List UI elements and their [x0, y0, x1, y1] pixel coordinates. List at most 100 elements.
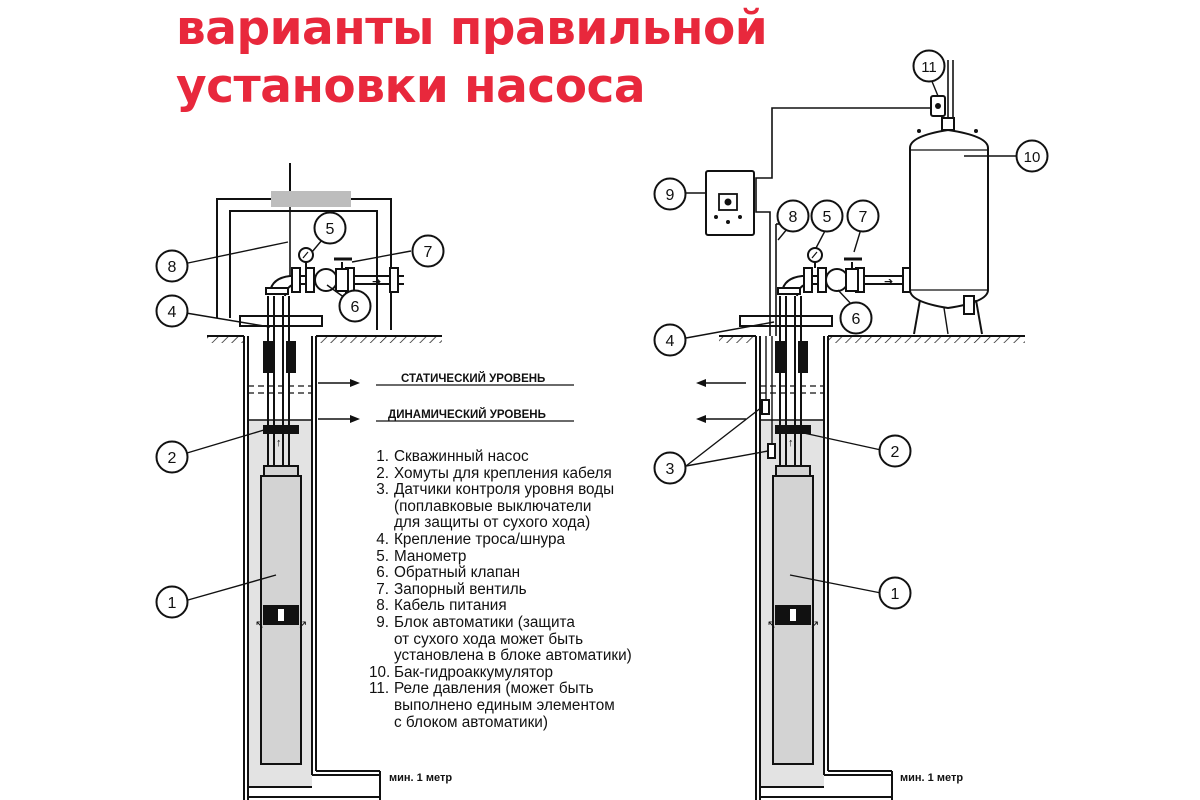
callout-right-8: 8 [776, 199, 810, 233]
svg-text:↑: ↑ [788, 437, 794, 449]
callout-right-7: 7 [846, 199, 880, 233]
callout-left-6-label: 6 [351, 299, 360, 316]
legend-item: 2.Хомуты для крепления кабеля [369, 464, 632, 483]
legend-item: 1. Скважинный насос [369, 448, 632, 466]
legend-item: 7.Запорный вентиль [369, 580, 632, 599]
svg-text:↗: ↗ [810, 619, 819, 631]
right-surface-piping: ➔ [803, 247, 912, 293]
left-clamp-top [263, 341, 273, 373]
callout-right-2-label: 2 [891, 444, 900, 461]
legend-item: 5. Манометр [369, 547, 632, 566]
legend-item-text: Датчики контроля уровня воды (поплавковы… [394, 481, 615, 532]
legend-item-number: 10. [369, 663, 391, 681]
dynamic-level-label: ДИНАМИЧЕСКИЙ УРОВЕНЬ [388, 408, 546, 421]
hydroaccumulator-tank [909, 117, 989, 335]
legend-item: 3. Датчики контроля уровня воды (поплавко… [369, 481, 632, 532]
right-ground [719, 335, 1025, 343]
legend-item-text: Манометр [394, 547, 467, 565]
legend-item-number: 5. [376, 547, 389, 565]
callout-right-11-label: 11 [921, 59, 937, 76]
title-line-2: установки насоса [176, 59, 646, 114]
callout-right-1: 1 [878, 576, 912, 610]
title-line-1: варианты правильной [176, 1, 768, 56]
legend-item-number: 7. [376, 580, 389, 598]
callout-left-2: 2 [155, 440, 189, 474]
legend-item-number: 1. [376, 448, 389, 465]
callout-left-8-label: 8 [168, 259, 177, 276]
right-clamp [775, 425, 811, 434]
legend-item-number: 11. [369, 680, 390, 698]
left-cover-slab [271, 191, 351, 207]
min-depth-label-left: мин. 1 метр [389, 772, 452, 784]
callout-right-4-label: 4 [666, 333, 675, 350]
legend-item-number: 8. [376, 597, 389, 615]
callout-left-7-label: 7 [424, 244, 433, 261]
legend-item-text: Хомуты для крепления кабеля [394, 464, 612, 482]
callout-right-4: 4 [653, 323, 687, 357]
callout-right-9: 9 [653, 177, 687, 211]
callout-right-2: 2 [878, 434, 912, 468]
legend-item-text: Скважинный насос [394, 448, 529, 465]
left-surface-piping: ➔ [291, 247, 404, 293]
svg-text:↑: ↑ [276, 437, 282, 449]
legend-item-number: 9. [376, 613, 389, 631]
right-level-sensors [761, 336, 776, 459]
callout-left-1-label: 1 [168, 595, 177, 612]
svg-text:↖: ↖ [767, 619, 776, 631]
legend-item-text: Реле давления (может быть выполнено един… [394, 680, 615, 731]
left-installation: ↑ ↖ ↗ ➔ [185, 163, 442, 800]
static-level-label: СТАТИЧЕСКИЙ УРОВЕНЬ [401, 372, 545, 385]
callout-left-5: 5 [313, 211, 347, 245]
callout-left-4: 4 [155, 294, 189, 328]
callout-right-6: 6 [839, 301, 873, 335]
legend-item-number: 6. [376, 564, 389, 582]
callout-right-1-label: 1 [891, 586, 900, 603]
callout-right-10-label: 10 [1024, 149, 1041, 166]
legend-item-number: 3. [376, 481, 389, 499]
callout-left-1: 1 [155, 585, 189, 619]
left-cover-structure [216, 163, 392, 330]
callout-right-6-label: 6 [852, 311, 861, 328]
left-pump: ↖ ↗ [255, 465, 307, 765]
left-clamp [263, 425, 299, 434]
svg-text:➔: ➔ [372, 276, 381, 288]
callout-left-8: 8 [155, 249, 189, 283]
automation-block [705, 170, 755, 236]
legend-item-text: Бак-гидроаккумулятор [394, 663, 553, 681]
left-leader-lines [185, 239, 412, 601]
callout-right-3-label: 3 [666, 461, 675, 478]
callout-left-6: 6 [338, 289, 372, 323]
legend-item-text: Крепление троса/шнура [394, 530, 566, 548]
right-pump: ↖ ↗ [767, 465, 819, 765]
pressure-relay [930, 60, 954, 118]
svg-text:↗: ↗ [298, 619, 307, 631]
legend-item-text: Кабель питания [394, 597, 507, 615]
callout-right-11: 11 [912, 49, 946, 83]
right-riser-pipe: ↑ [775, 275, 830, 470]
svg-text:➔: ➔ [884, 276, 893, 288]
left-clamp-top-2 [286, 341, 296, 373]
callout-right-9-label: 9 [666, 187, 675, 204]
legend-item-number: 4. [376, 530, 389, 548]
legend-item: 11.Реле давления (может быть выполнено е… [369, 681, 632, 731]
callout-right-7-label: 7 [859, 209, 868, 226]
min-depth-label-right: мин. 1 метр [900, 772, 963, 784]
callout-left-5-label: 5 [326, 221, 335, 238]
legend-item-text: Блок автоматики (защита от сухого хода м… [394, 613, 632, 665]
level-arrows [318, 379, 746, 423]
legend-item: 10.Бак-гидроаккумулятор [369, 663, 632, 682]
right-power-cable [755, 107, 935, 336]
legend-item: 4. Крепление троса/шнура [369, 530, 632, 549]
page-title: варианты правильной установки насоса [176, 0, 768, 116]
left-well-head [239, 315, 323, 327]
legend-item: 8. Кабель питания [369, 598, 632, 615]
callout-left-4-label: 4 [168, 304, 177, 321]
callout-right-8-label: 8 [789, 209, 798, 226]
left-ground [207, 335, 442, 343]
callout-right-3: 3 [653, 451, 687, 485]
right-installation: ↑ ↖ ↗ ➔ [685, 60, 1025, 800]
legend-item: 6.Обратный клапан [369, 565, 632, 582]
svg-text:↖: ↖ [255, 619, 264, 631]
